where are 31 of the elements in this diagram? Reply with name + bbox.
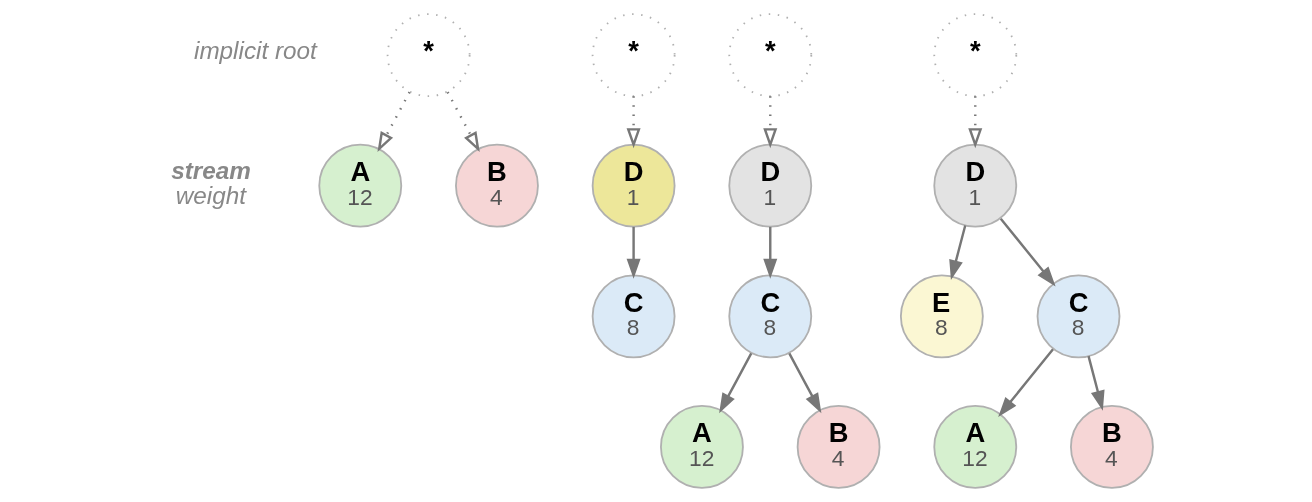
arrow <box>626 226 641 279</box>
arrow <box>763 226 778 279</box>
node-circle: D 1 <box>933 143 1018 228</box>
arrow <box>626 96 641 149</box>
node-circle: A 12 <box>933 404 1018 489</box>
node-circle: C 8 <box>1036 274 1121 359</box>
node-circle: * <box>728 13 813 97</box>
node-circle: C 8 <box>728 274 813 359</box>
arrow <box>719 352 753 414</box>
arrow <box>949 225 967 281</box>
node-label: implicit root <box>194 37 317 65</box>
node-circle: * <box>591 13 676 97</box>
arrow <box>968 96 983 149</box>
arrow <box>998 348 1054 418</box>
arrow <box>788 352 822 414</box>
arrow <box>446 91 480 153</box>
arrow <box>763 96 778 149</box>
arrow <box>1087 355 1105 411</box>
node-circle: E 8 <box>899 274 984 359</box>
node-circle: A 12 <box>660 404 744 489</box>
arrow <box>999 218 1056 287</box>
node-circle: * <box>386 13 471 97</box>
node-circle: B 4 <box>455 143 539 228</box>
node-circle: A 12 <box>318 143 403 228</box>
node-circle: C 8 <box>591 274 676 359</box>
node-circle: B 4 <box>1070 404 1154 489</box>
node-circle: D 1 <box>728 143 813 228</box>
arrow <box>377 91 411 153</box>
node-circle: * <box>933 13 1018 97</box>
node-circle: D 1 <box>591 143 676 228</box>
node-circle: B 4 <box>796 404 881 489</box>
